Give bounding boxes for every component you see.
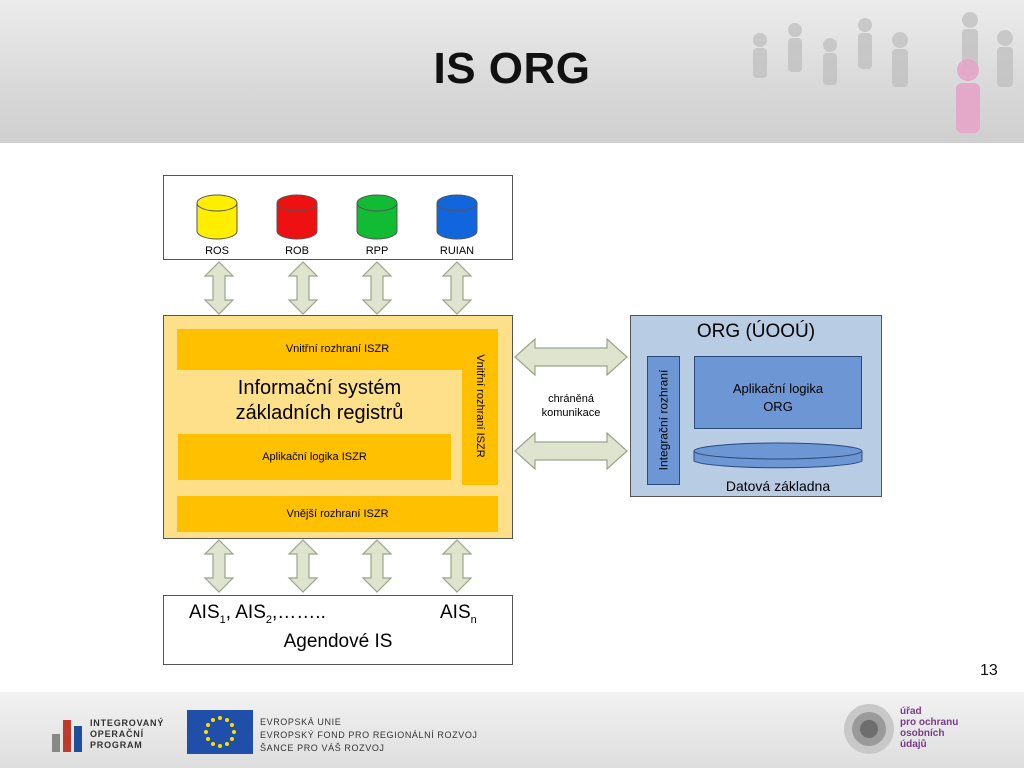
iszr-title: Informační systém základních registrů <box>177 376 462 426</box>
iszr-outer-interface <box>177 496 498 532</box>
ais-1-prefix: AIS <box>189 602 220 623</box>
eu-flag-icon <box>187 710 253 754</box>
iszr-inner-interface-side-label: Vnitřní rozhraní ISZR <box>474 354 486 458</box>
uoou-line4: údajů <box>900 739 927 750</box>
registry-label-ros: ROS <box>205 245 229 257</box>
uoou-line3: osobních <box>900 728 945 739</box>
iszr-inner-interface-top-label: Vnitřní rozhraní ISZR <box>285 343 390 355</box>
page-title: IS ORG <box>433 44 591 93</box>
org-app-logic-label: Aplikační logika ORG <box>694 380 862 416</box>
iszr-title-line1: Informační systém <box>237 377 402 399</box>
channel-label-line2: komunikace <box>541 407 601 419</box>
ais-1-sub: 1 <box>219 613 226 626</box>
ais-box <box>163 595 513 665</box>
header-band <box>0 0 1024 143</box>
uoou-emblem-icon <box>844 704 894 754</box>
arrow-rob <box>288 261 318 315</box>
arrow-channel-top <box>514 338 628 376</box>
eu-line3: ŠANCE PRO VÁŠ ROZVOJ <box>260 743 385 753</box>
arrow-ros <box>204 261 234 315</box>
registry-label-ruian: RUIAN <box>439 245 475 257</box>
iszr-app-logic-label: Aplikační logika ISZR <box>262 451 367 463</box>
cylinder-ros <box>196 194 238 240</box>
arrow-ais-2 <box>288 539 318 593</box>
org-integration-interface-label: Integrační rozhraní <box>656 369 671 471</box>
eu-text: EVROPSKÁ UNIE EVROPSKÝ FOND PRO REGIONÁL… <box>260 716 478 755</box>
org-database-label: Datová základna <box>725 478 831 494</box>
registry-cylinders <box>196 194 478 240</box>
iop-line1: INTEGROVANÝ <box>90 718 165 728</box>
uoou-line1: úřad <box>900 706 922 717</box>
page-number: 13 <box>980 662 998 679</box>
ais-2-sub: 2 <box>265 613 273 626</box>
iszr-inner-interface-top <box>177 329 498 370</box>
arrow-ais-4 <box>442 539 472 593</box>
cylinder-ruian <box>436 194 478 240</box>
uoou-line2: pro ochranu <box>900 717 959 728</box>
people-decoration <box>753 12 1013 133</box>
eu-line2: EVROPSKÝ FOND PRO REGIONÁLNÍ ROZVOJ <box>260 730 478 740</box>
registry-label-rpp: RPP <box>365 245 389 257</box>
database-cylinder <box>693 442 863 469</box>
channel-label: chráněná komunikace <box>526 392 616 420</box>
uoou-text: úřad pro ochranu osobních údajů <box>900 706 958 750</box>
iszr-outer-interface-label: Vnější rozhraní ISZR <box>286 508 389 520</box>
org-app-logic-line1: Aplikační logika <box>732 381 824 396</box>
ais-n: AISn <box>440 602 477 626</box>
iszr-app-logic <box>178 434 451 480</box>
ais-list: AIS1, AIS2,…….. <box>189 602 326 626</box>
org-integration-interface <box>647 356 680 485</box>
cylinder-rpp <box>356 194 398 240</box>
arrow-ais-1 <box>204 539 234 593</box>
iszr-inner-interface-side <box>462 329 498 485</box>
arrow-rpp <box>362 261 392 315</box>
arrow-channel-bottom <box>514 432 628 470</box>
registry-label-rob: ROB <box>285 245 309 257</box>
ais-2-prefix: , AIS <box>225 602 266 623</box>
ais-n-prefix: AIS <box>440 602 471 623</box>
org-app-logic-line2: ORG <box>763 399 793 414</box>
arrow-ais-3 <box>362 539 392 593</box>
cylinder-rob <box>276 194 318 240</box>
iszr-title-line2: základních registrů <box>235 402 404 424</box>
iop-line3: PROGRAM <box>90 740 143 750</box>
channel-label-line1: chráněná <box>548 393 594 405</box>
iop-bars-icon <box>52 720 82 752</box>
ais-n-sub: n <box>470 613 477 626</box>
eu-line1: EVROPSKÁ UNIE <box>260 717 342 727</box>
iop-line2: OPERAČNÍ <box>90 729 144 739</box>
ais-agendas-label: Agendové IS <box>283 631 393 652</box>
arrow-ruian <box>442 261 472 315</box>
iop-logo-text: INTEGROVANÝ OPERAČNÍ PROGRAM <box>90 718 164 751</box>
org-app-logic <box>694 356 862 429</box>
org-title: ORG (ÚOOÚ) <box>696 321 816 342</box>
ais-ellipsis: ,…….. <box>272 602 326 623</box>
